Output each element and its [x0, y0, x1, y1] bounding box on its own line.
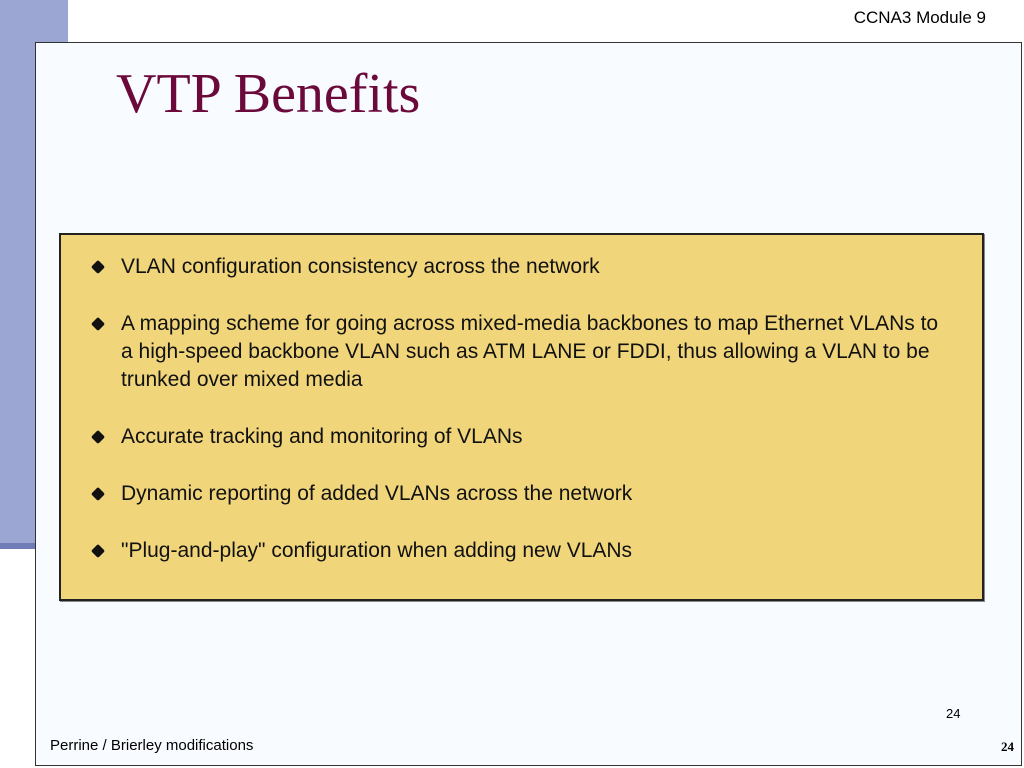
footer-credit: Perrine / Brierley modifications — [50, 737, 254, 754]
bullet-text: Accurate tracking and monitoring of VLAN… — [121, 425, 523, 448]
bullet-item: Accurate tracking and monitoring of VLAN… — [90, 423, 951, 451]
slide-title: VTP Benefits — [116, 63, 421, 125]
bullet-text: VLAN configuration consistency across th… — [121, 255, 600, 278]
bullet-item: VLAN configuration consistency across th… — [90, 253, 951, 281]
left-accent-bar-shadow — [0, 543, 36, 549]
diamond-bullet-icon — [90, 429, 106, 445]
inner-page-number: 24 — [946, 706, 961, 721]
bullet-list: VLAN configuration consistency across th… — [90, 253, 951, 594]
diamond-bullet-icon — [90, 486, 106, 502]
bullet-text: "Plug-and-play" configuration when addin… — [121, 539, 633, 562]
bullet-item: A mapping scheme for going across mixed-… — [90, 310, 951, 394]
course-header: CCNA3 Module 9 — [853, 8, 986, 27]
bullet-box: VLAN configuration consistency across th… — [59, 233, 984, 601]
diamond-bullet-icon — [90, 316, 106, 332]
bullet-item: Dynamic reporting of added VLANs across … — [90, 480, 951, 508]
bullet-text: A mapping scheme for going across mixed-… — [121, 312, 939, 391]
bullet-text: Dynamic reporting of added VLANs across … — [121, 482, 633, 505]
footer-page-number: 24 — [1001, 739, 1014, 754]
diamond-bullet-icon — [90, 543, 106, 559]
diamond-bullet-icon — [90, 259, 106, 275]
bullet-item: "Plug-and-play" configuration when addin… — [90, 537, 951, 565]
